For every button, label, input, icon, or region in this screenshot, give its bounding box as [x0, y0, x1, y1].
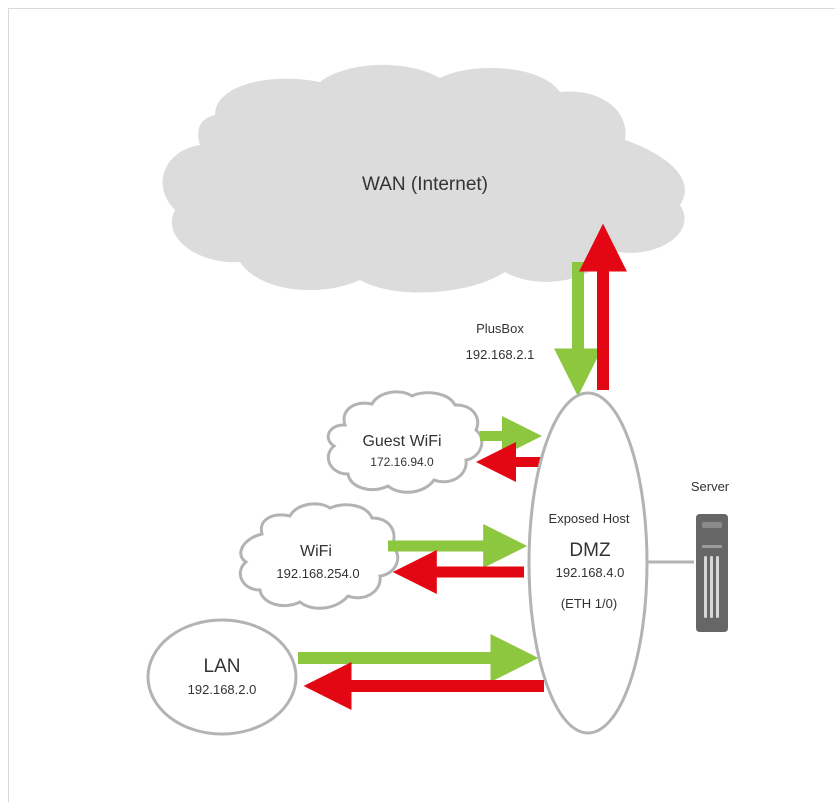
- diagram-frame: [8, 8, 835, 802]
- wan-label: WAN (Internet): [362, 174, 488, 195]
- dmz-ip: 192.168.4.0: [556, 565, 625, 580]
- wifi-cloud: WiFi 192.168.254.0: [238, 502, 400, 610]
- lan-node: LAN 192.168.2.0: [146, 618, 298, 736]
- dmz-name: DMZ: [569, 540, 611, 561]
- plusbox-name: PlusBox: [476, 321, 524, 336]
- dmz-node: Exposed Host DMZ 192.168.4.0 (ETH 1/0): [527, 391, 649, 735]
- guest-wifi-name: Guest WiFi: [362, 433, 441, 450]
- wifi-ip: 192.168.254.0: [276, 566, 359, 581]
- guest-wifi-ip: 172.16.94.0: [370, 455, 434, 469]
- lan-ip: 192.168.2.0: [188, 682, 257, 697]
- guest-wifi-cloud: Guest WiFi 172.16.94.0: [326, 390, 484, 494]
- lan-name: LAN: [204, 656, 241, 677]
- plusbox-ip: 192.168.2.1: [466, 347, 535, 362]
- wan-cloud: WAN (Internet): [162, 64, 685, 293]
- dmz-port: (ETH 1/0): [561, 596, 617, 611]
- dmz-subtitle: Exposed Host: [549, 511, 630, 526]
- wifi-name: WiFi: [300, 543, 332, 560]
- server-label: Server: [691, 479, 730, 494]
- server-icon: [696, 514, 728, 632]
